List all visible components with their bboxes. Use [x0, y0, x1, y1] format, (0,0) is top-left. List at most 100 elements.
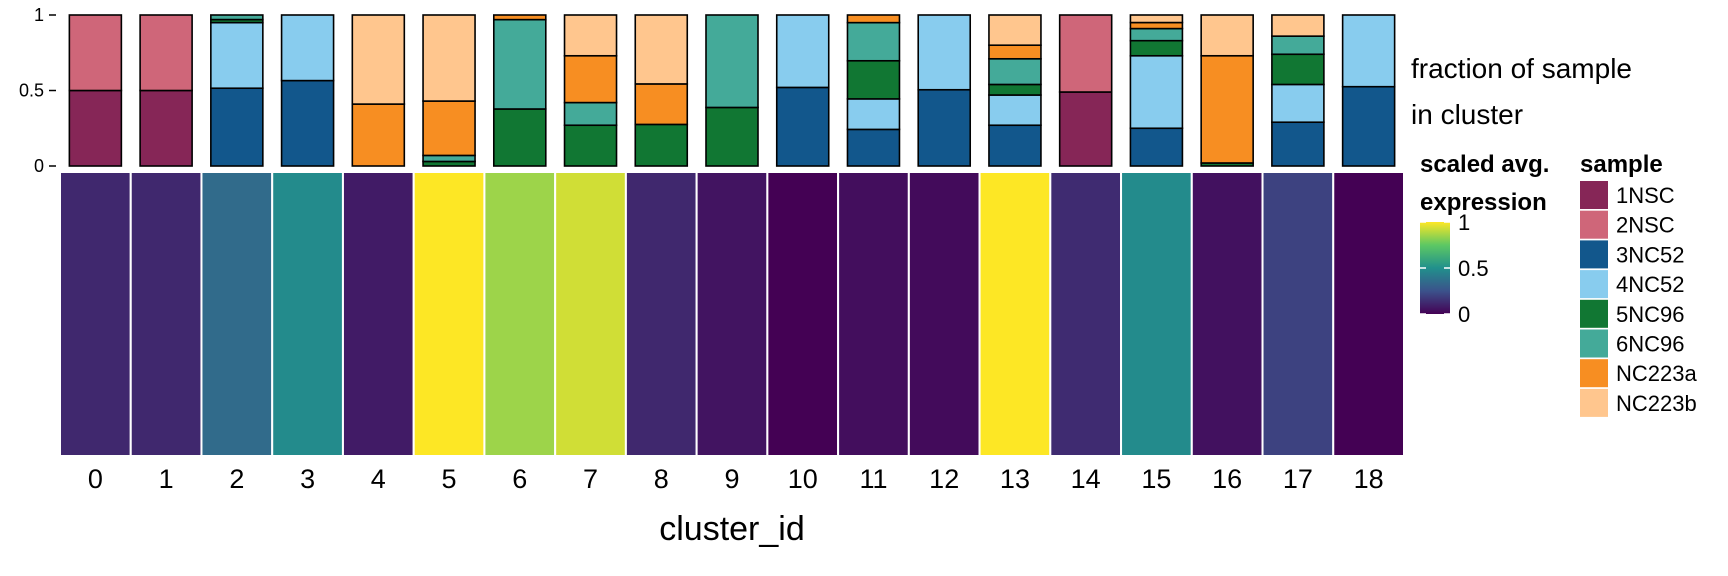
x-tick-label: 18: [1354, 464, 1384, 494]
bar-segment-nc223b-cluster-8: [634, 14, 689, 85]
legend-swatch-4nc52: [1580, 270, 1608, 299]
bar-segment-6nc96-cluster-13: [988, 57, 1042, 86]
heatmap-cell-cluster-6: [483, 171, 557, 457]
heatmap-cell-cluster-4: [341, 171, 415, 457]
bar-segment-6nc96-cluster-7: [563, 101, 618, 127]
legend-swatch-2nsc: [1580, 210, 1608, 239]
colorbar-ticks: 10.50: [1420, 210, 1489, 327]
bar-segment-3nc52-cluster-15: [1129, 127, 1184, 167]
bar-segment-5nc96-cluster-9: [705, 106, 759, 167]
bar-segment-5nc96-cluster-15: [1129, 39, 1184, 57]
heatmap-cell-cluster-7: [554, 171, 627, 457]
bar-segment-3nc52-cluster-18: [1341, 85, 1396, 167]
legend-swatch-nc223b: [1580, 388, 1608, 417]
bar-segment-6nc96-cluster-9: [705, 14, 759, 109]
bar-panel-title-line2: in cluster: [1411, 99, 1523, 130]
bar-segment-5nc96-cluster-17: [1271, 53, 1325, 86]
bar-segment-4nc52-cluster-11: [846, 98, 901, 131]
heatmap-cell-cluster-13: [978, 171, 1052, 457]
colorbar-title-line1: scaled avg.: [1420, 151, 1549, 178]
heatmap-cell-cluster-11: [837, 171, 910, 457]
bar-segment-nc223a-cluster-8: [634, 83, 689, 126]
x-tick-label: 17: [1283, 464, 1313, 494]
bar-segment-4nc52-cluster-2: [210, 21, 264, 90]
colorbar-tick-label: 0: [1458, 302, 1470, 327]
bar-segment-3nc52-cluster-11: [846, 128, 901, 167]
bar-segment-nc223a-cluster-4: [351, 103, 406, 167]
bar-segment-nc223a-cluster-16: [1200, 54, 1254, 164]
x-tick-label: 5: [442, 464, 457, 494]
bar-segment-nc223b-cluster-13: [988, 14, 1042, 47]
heatmap-cell-cluster-15: [1120, 171, 1193, 457]
x-tick-label: 13: [1000, 464, 1030, 494]
bar-segment-nc223b-cluster-4: [351, 14, 406, 105]
bar-segment-5nc96-cluster-8: [634, 123, 689, 167]
heatmap-cell-cluster-18: [1332, 171, 1406, 457]
legend-label-1nsc: 1NSC: [1616, 183, 1675, 208]
legend-label-nc223a: NC223a: [1616, 361, 1697, 386]
bar-segment-3nc52-cluster-2: [210, 87, 264, 167]
heatmap-cell-cluster-0: [59, 171, 132, 457]
bar-segment-4nc52-cluster-15: [1129, 54, 1184, 130]
heatmap-cell-cluster-1: [129, 171, 203, 457]
bar-segment-6nc96-cluster-5: [422, 154, 476, 163]
bar-segment-3nc52-cluster-3: [280, 79, 335, 167]
colorbar-title-line2: expression: [1420, 189, 1547, 216]
heatmap-cell-cluster-9: [695, 171, 769, 457]
bar-segment-nc223a-cluster-5: [422, 100, 476, 157]
legend-swatch-nc223a: [1580, 359, 1608, 388]
legend-swatch-5nc96: [1580, 299, 1608, 328]
x-tick-label: 15: [1141, 464, 1171, 494]
x-tick-label: 14: [1071, 464, 1101, 494]
bar-segment-3nc52-cluster-10: [775, 86, 830, 167]
heatmap-cell-cluster-12: [907, 171, 981, 457]
heatmap-cell-cluster-16: [1190, 171, 1264, 457]
x-tick-label: 10: [788, 464, 818, 494]
heatmap-cell-cluster-17: [1261, 171, 1335, 457]
bar-panel-title-line1: fraction of sample: [1411, 53, 1632, 84]
heatmap-cell-cluster-8: [624, 171, 698, 457]
bar-segment-2nsc-cluster-1: [139, 14, 193, 92]
heatmap-cell-cluster-10: [766, 171, 840, 457]
bar-segment-4nc52-cluster-10: [775, 14, 830, 89]
bar-segment-3nc52-cluster-12: [917, 88, 972, 167]
bar-segment-4nc52-cluster-17: [1271, 83, 1325, 124]
bar-segment-1nsc-cluster-0: [68, 89, 123, 167]
legend-swatch-1nsc: [1580, 181, 1608, 209]
bar-segment-nc223b-cluster-15: [1129, 14, 1184, 24]
heatmap-cell-cluster-2: [200, 171, 274, 457]
x-tick-label: 16: [1212, 464, 1242, 494]
sample-legend-title: sample: [1580, 151, 1663, 178]
bar-segment-2nsc-cluster-0: [68, 14, 123, 92]
bar-panel: [68, 14, 1396, 167]
legend-label-4nc52: 4NC52: [1616, 272, 1684, 297]
bar-y-tick-label: 1: [34, 5, 44, 25]
bar-segment-nc223a-cluster-7: [563, 54, 618, 104]
legend-label-6nc96: 6NC96: [1616, 332, 1684, 357]
x-tick-label: 4: [371, 464, 386, 494]
bar-segment-3nc52-cluster-13: [988, 124, 1042, 167]
bar-segment-nc223a-cluster-13: [988, 44, 1042, 60]
bar-segment-2nsc-cluster-14: [1058, 14, 1113, 93]
heatmap-cell-cluster-5: [412, 171, 486, 457]
bar-segment-5nc96-cluster-11: [846, 59, 901, 100]
legend-label-3nc52: 3NC52: [1616, 242, 1684, 267]
x-tick-label: 3: [300, 464, 315, 494]
bar-segment-5nc96-cluster-7: [563, 124, 618, 167]
bar-y-axis: 00.51: [19, 5, 56, 176]
colorbar-tick-label: 0.5: [1458, 256, 1489, 281]
x-tick-label: 11: [859, 464, 887, 494]
x-tick-label: 6: [512, 464, 527, 494]
bar-segment-4nc52-cluster-18: [1341, 14, 1396, 88]
bar-segment-5nc96-cluster-6: [492, 108, 547, 167]
bar-segment-nc223b-cluster-17: [1271, 14, 1325, 37]
bar-segment-nc223a-cluster-11: [846, 14, 901, 24]
x-tick-label: 1: [159, 464, 174, 494]
x-tick-label: 12: [929, 464, 959, 494]
legend-label-2nsc: 2NSC: [1616, 213, 1675, 238]
legend-label-5nc96: 5NC96: [1616, 302, 1684, 327]
bar-segment-4nc52-cluster-3: [280, 14, 335, 82]
